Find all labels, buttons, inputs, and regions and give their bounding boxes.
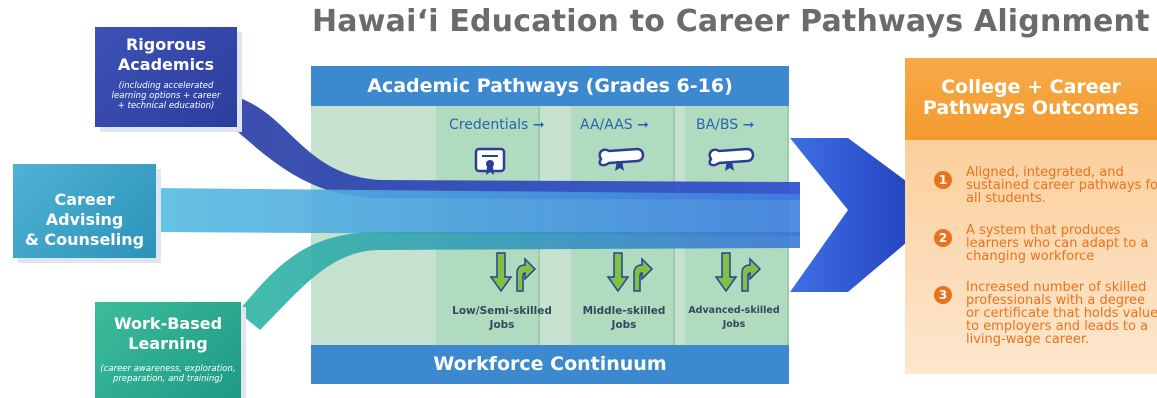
outcome-item: A system that produces learners who can … — [966, 223, 1149, 264]
page-title: Hawai‘i Education to Career Pathways Ali… — [312, 4, 1150, 39]
up-down-arrows-icon — [606, 252, 654, 293]
workforce-continuum-footer: Workforce Continuum — [311, 345, 789, 384]
aa-aas-label: AA/AAS ➞ — [580, 117, 649, 133]
work-flow-band — [238, 232, 800, 330]
outcome-number-badge: 2 — [934, 229, 952, 247]
outcome-item: Aligned, integrated, and sustained caree… — [966, 165, 1157, 206]
certificate-icon — [474, 147, 506, 175]
career-advising-box: Career Advising & Counseling — [13, 164, 156, 258]
up-down-arrows-icon — [714, 252, 762, 293]
academic-pathways-header: Academic Pathways (Grades 6-16) — [311, 66, 789, 106]
advising-flow-band — [150, 188, 800, 236]
rigorous-academics-box: Rigorous Academics (including accelerate… — [95, 27, 237, 127]
diploma-icon — [708, 147, 755, 171]
outcomes-header: College + Career Pathways Outcomes — [905, 58, 1157, 140]
up-down-arrows-icon — [489, 252, 537, 293]
work-based-learning-box: Work-Based Learning (career awareness, e… — [95, 302, 241, 398]
diploma-icon — [598, 147, 645, 171]
outcomes-arrowhead — [790, 138, 945, 292]
outcome-item: Increased number of skilled professional… — [966, 280, 1157, 347]
credentials-label: Credentials ➞ — [449, 117, 545, 133]
academics-flow-band — [230, 95, 800, 200]
outcome-number-badge: 1 — [934, 171, 952, 189]
right-arrow-icon: ➞ — [742, 117, 755, 133]
right-arrow-icon: ➞ — [532, 117, 545, 133]
ba-bs-label: BA/BS ➞ — [696, 117, 755, 133]
right-arrow-icon: ➞ — [637, 117, 649, 133]
outcome-number-badge: 3 — [934, 286, 952, 304]
